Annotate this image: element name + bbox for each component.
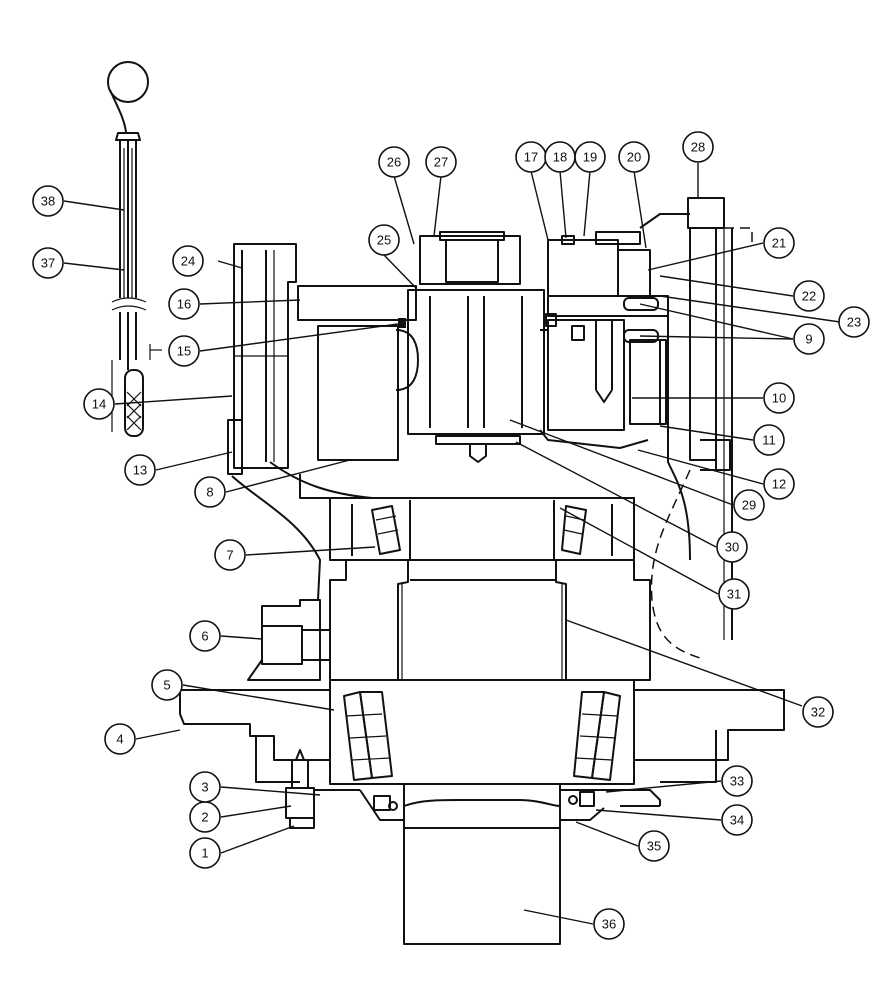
callout-27: 27: [425, 146, 457, 178]
svg-text:6: 6: [201, 629, 208, 644]
callout-9: 9: [793, 323, 825, 355]
svg-text:11: 11: [762, 433, 776, 448]
svg-text:36: 36: [602, 917, 616, 932]
callout-37: 37: [32, 247, 64, 279]
svg-text:37: 37: [41, 256, 55, 271]
callout-33: 33: [721, 765, 753, 797]
upper-bearing: [329, 497, 635, 561]
callout-36: 36: [593, 908, 625, 940]
svg-text:18: 18: [553, 150, 567, 165]
callout-35: 35: [638, 830, 670, 862]
callout-26: 26: [378, 146, 410, 178]
callout-3: 3: [189, 771, 221, 803]
callout-24: 24: [172, 245, 204, 277]
right-planet-gear-set: [539, 231, 669, 449]
callout-2: 2: [189, 801, 221, 833]
svg-text:12: 12: [772, 477, 786, 492]
svg-text:14: 14: [92, 397, 106, 412]
callout-10: 10: [763, 382, 795, 414]
callout-38: 38: [32, 185, 64, 217]
svg-text:1: 1: [201, 846, 208, 861]
callout-32: 32: [802, 696, 834, 728]
callout-8: 8: [194, 476, 226, 508]
svg-text:27: 27: [434, 155, 448, 170]
callout-15: 15: [168, 335, 200, 367]
svg-text:38: 38: [41, 194, 55, 209]
callout-11: 11: [753, 424, 785, 456]
svg-text:30: 30: [725, 540, 739, 555]
callouts: 1 2 3 4 5 6 7 8 9 10 11 12 13 14 15 16 1…: [32, 131, 870, 940]
svg-text:15: 15: [177, 344, 191, 359]
svg-text:31: 31: [727, 587, 741, 602]
right-housing: [639, 197, 753, 659]
main-housing: [179, 559, 785, 783]
callout-14: 14: [83, 388, 115, 420]
callout-28: 28: [682, 131, 714, 163]
callout-13: 13: [124, 454, 156, 486]
svg-text:28: 28: [691, 140, 705, 155]
svg-text:19: 19: [583, 150, 597, 165]
callout-12: 12: [763, 468, 795, 500]
svg-text:4: 4: [116, 732, 123, 747]
callout-17: 17: [515, 141, 547, 173]
svg-text:16: 16: [177, 297, 191, 312]
callout-19: 19: [574, 141, 606, 173]
callout-1: 1: [189, 837, 221, 869]
left-housing: [227, 243, 417, 601]
callout-18: 18: [544, 141, 576, 173]
callout-7: 7: [214, 539, 246, 571]
svg-text:23: 23: [847, 315, 861, 330]
callout-5: 5: [151, 669, 183, 701]
callout-25: 25: [368, 224, 400, 256]
callout-6: 6: [189, 620, 221, 652]
svg-text:20: 20: [627, 150, 641, 165]
callout-20: 20: [618, 141, 650, 173]
callout-22: 22: [793, 280, 825, 312]
svg-text:34: 34: [730, 813, 744, 828]
callout-23: 23: [838, 306, 870, 338]
svg-text:2: 2: [201, 810, 208, 825]
callout-4: 4: [104, 723, 136, 755]
callout-16: 16: [168, 288, 200, 320]
seal-and-bolt-area: [285, 749, 661, 829]
leader-lines: [63, 163, 841, 925]
dipstick: [107, 61, 162, 437]
svg-text:17: 17: [524, 150, 538, 165]
svg-text:10: 10: [772, 391, 786, 406]
callout-30: 30: [716, 531, 748, 563]
svg-text:33: 33: [730, 774, 744, 789]
svg-text:29: 29: [742, 498, 756, 513]
svg-text:26: 26: [387, 155, 401, 170]
output-shaft: [397, 500, 567, 945]
svg-text:32: 32: [811, 705, 825, 720]
planetary-carrier: [395, 231, 545, 463]
callout-34: 34: [721, 804, 753, 836]
svg-text:24: 24: [181, 254, 195, 269]
svg-text:9: 9: [805, 332, 812, 347]
callout-21: 21: [763, 227, 795, 259]
svg-text:7: 7: [226, 548, 233, 563]
callout-29: 29: [733, 489, 765, 521]
svg-text:22: 22: [802, 289, 816, 304]
svg-text:3: 3: [201, 780, 208, 795]
svg-text:13: 13: [133, 463, 147, 478]
svg-text:25: 25: [377, 233, 391, 248]
svg-text:35: 35: [647, 839, 661, 854]
svg-text:8: 8: [206, 485, 213, 500]
lower-bearing: [329, 679, 635, 785]
svg-text:21: 21: [772, 236, 786, 251]
svg-text:5: 5: [163, 678, 170, 693]
callout-31: 31: [718, 578, 750, 610]
